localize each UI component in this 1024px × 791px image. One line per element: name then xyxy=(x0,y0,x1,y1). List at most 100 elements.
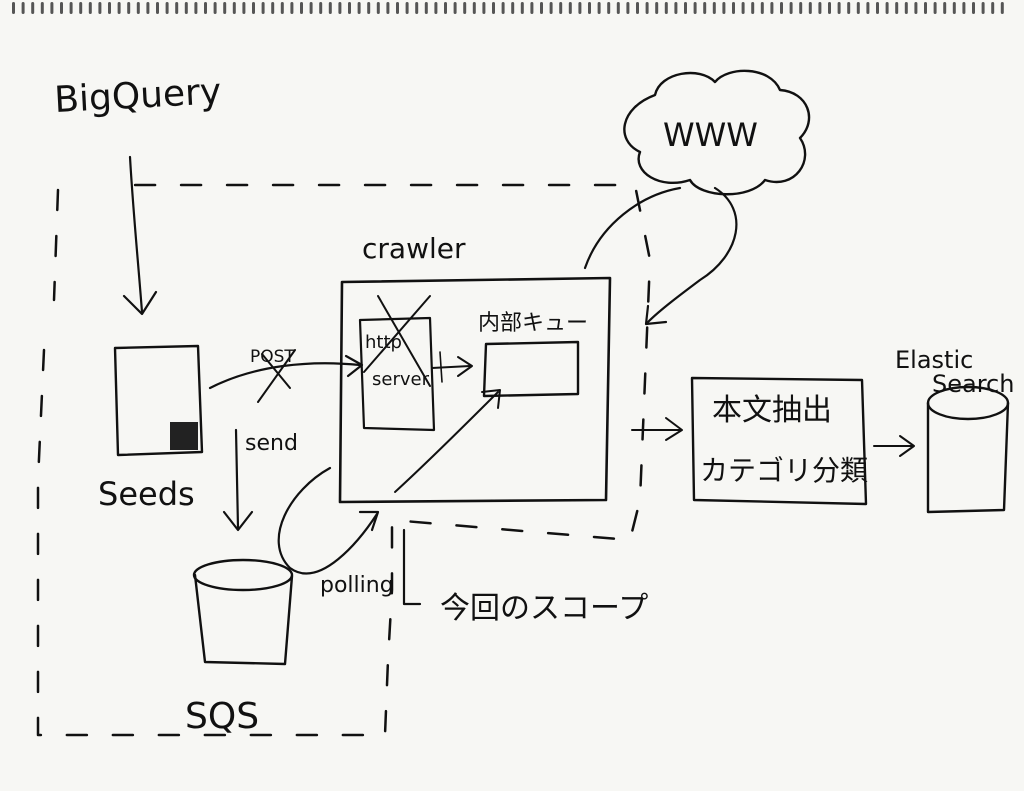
spiral-ring xyxy=(60,2,63,14)
crawler-box xyxy=(338,276,612,504)
spiral-ring xyxy=(559,2,563,14)
spiral-ring xyxy=(50,2,54,14)
spiral-ring xyxy=(405,2,409,14)
spiral-ring xyxy=(40,2,44,14)
spiral-ring xyxy=(924,2,927,14)
spiral-ring xyxy=(847,2,851,14)
spiral-ring xyxy=(866,2,870,14)
spiral-ring xyxy=(271,2,275,14)
seeds-label: Seeds xyxy=(98,475,195,513)
spiral-ring xyxy=(12,2,15,14)
spiral-ring xyxy=(184,2,188,14)
post-cross-mark xyxy=(257,349,296,403)
arrow-extraction-to-elasticsearch xyxy=(873,435,915,457)
spiral-ring xyxy=(88,2,92,14)
spiral-ring xyxy=(434,2,438,14)
sqs-cylinder xyxy=(192,558,294,666)
spiral-ring xyxy=(895,2,899,14)
scope-note-label: 今回のスコープ xyxy=(440,591,648,626)
spiral-ring xyxy=(991,2,995,14)
www-cloud xyxy=(623,69,811,196)
text-extraction-label: 本文抽出 xyxy=(712,393,832,428)
arrow-server-to-queue xyxy=(431,351,473,383)
spiral-ring xyxy=(933,2,937,14)
spiral-ring xyxy=(300,2,303,14)
spiral-ring xyxy=(482,2,486,14)
spiral-ring xyxy=(175,2,179,14)
spiral-ring xyxy=(693,2,697,14)
arrow-bigquery-to-seeds xyxy=(122,155,158,316)
spiral-ring xyxy=(981,2,985,14)
spiral-ring xyxy=(818,2,822,14)
spiral-ring xyxy=(31,2,35,14)
spiral-ring xyxy=(69,2,73,14)
scope-boundary xyxy=(36,183,652,737)
spiral-ring xyxy=(540,2,543,14)
send-label: send xyxy=(245,431,298,456)
spiral-ring xyxy=(453,2,457,14)
spiral-ring xyxy=(444,2,447,14)
spiral-ring xyxy=(232,2,236,14)
spiral-ring xyxy=(780,2,783,14)
spiral-ring xyxy=(223,2,227,14)
spiral-ring xyxy=(568,2,572,14)
spiral-ring xyxy=(424,2,428,14)
spiral-ring xyxy=(732,2,735,14)
spiral-ring xyxy=(415,2,419,14)
extraction-box xyxy=(690,376,868,506)
spiral-ring xyxy=(328,2,332,14)
spiral-ring xyxy=(472,2,476,14)
spiral-ring xyxy=(578,2,582,14)
spiral-ring xyxy=(290,2,294,14)
polling-label: polling xyxy=(320,573,394,598)
spiral-ring xyxy=(876,2,879,14)
spiral-ring xyxy=(511,2,515,14)
spiral-ring xyxy=(760,2,764,14)
spiral-ring xyxy=(194,2,198,14)
http-server-box xyxy=(358,295,436,432)
spiral-ring xyxy=(962,2,966,14)
spiral-ring xyxy=(770,2,774,14)
polling-loop xyxy=(277,466,380,575)
arrow-crawler-to-extraction xyxy=(631,417,683,441)
scope-note-bracket xyxy=(402,528,422,606)
spiral-ring xyxy=(376,2,380,14)
spiral-ring xyxy=(636,2,639,14)
spiral-ring xyxy=(501,2,505,14)
elasticsearch-cylinder xyxy=(926,385,1010,514)
spiral-ring xyxy=(684,2,687,14)
seeds-hatch-mark xyxy=(170,422,198,450)
spiral-ring xyxy=(837,2,841,14)
internal-queue-label: 内部キュー xyxy=(478,311,588,336)
internal-queue-box xyxy=(482,340,580,398)
spiral-ring xyxy=(242,2,246,14)
spiral-ring xyxy=(626,2,630,14)
spiral-ring xyxy=(674,2,678,14)
arrow-send-to-sqs xyxy=(222,428,254,532)
spiral-ring xyxy=(655,2,659,14)
spiral-ring xyxy=(117,2,121,14)
http-server-label-line1: http xyxy=(365,332,402,353)
spiral-ring xyxy=(127,2,131,14)
spiral-ring xyxy=(213,2,217,14)
spiral-ring xyxy=(146,2,150,14)
spiral-ring xyxy=(261,2,265,14)
spiral-ring xyxy=(1000,2,1004,14)
spiral-ring xyxy=(386,2,390,14)
notebook-spiral-binding xyxy=(12,2,1004,14)
spiral-ring xyxy=(703,2,707,14)
spiral-ring xyxy=(645,2,649,14)
spiral-ring xyxy=(885,2,889,14)
spiral-ring xyxy=(722,2,726,14)
spiral-ring xyxy=(914,2,918,14)
spiral-ring xyxy=(520,2,524,14)
seeds-document xyxy=(113,344,204,457)
spiral-ring xyxy=(904,2,908,14)
spiral-ring xyxy=(530,2,534,14)
spiral-ring xyxy=(492,2,495,14)
spiral-ring xyxy=(348,2,351,14)
spiral-ring xyxy=(280,2,284,14)
spiral-ring xyxy=(799,2,803,14)
spiral-ring xyxy=(357,2,361,14)
